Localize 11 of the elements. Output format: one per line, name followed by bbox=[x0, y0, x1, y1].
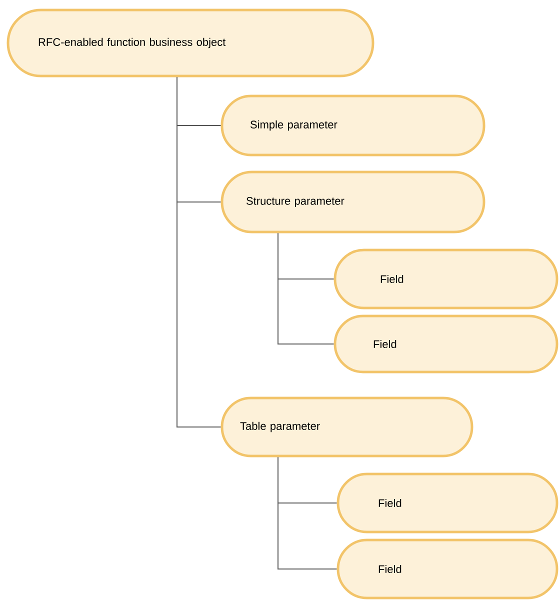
process-box: RFC-enabled function business object bbox=[6, 8, 374, 78]
process-box: Field bbox=[336, 472, 558, 534]
process-box: Structure parameter bbox=[220, 170, 486, 234]
process-box: Simple parameter bbox=[220, 94, 486, 156]
connector-line bbox=[278, 232, 334, 344]
process-box: Field bbox=[336, 538, 558, 600]
connector-line bbox=[278, 456, 338, 570]
process-box: Field bbox=[334, 314, 558, 374]
process-box: Field bbox=[334, 248, 558, 310]
process-box: Table parameter bbox=[220, 396, 474, 458]
connector-line bbox=[176, 76, 222, 428]
